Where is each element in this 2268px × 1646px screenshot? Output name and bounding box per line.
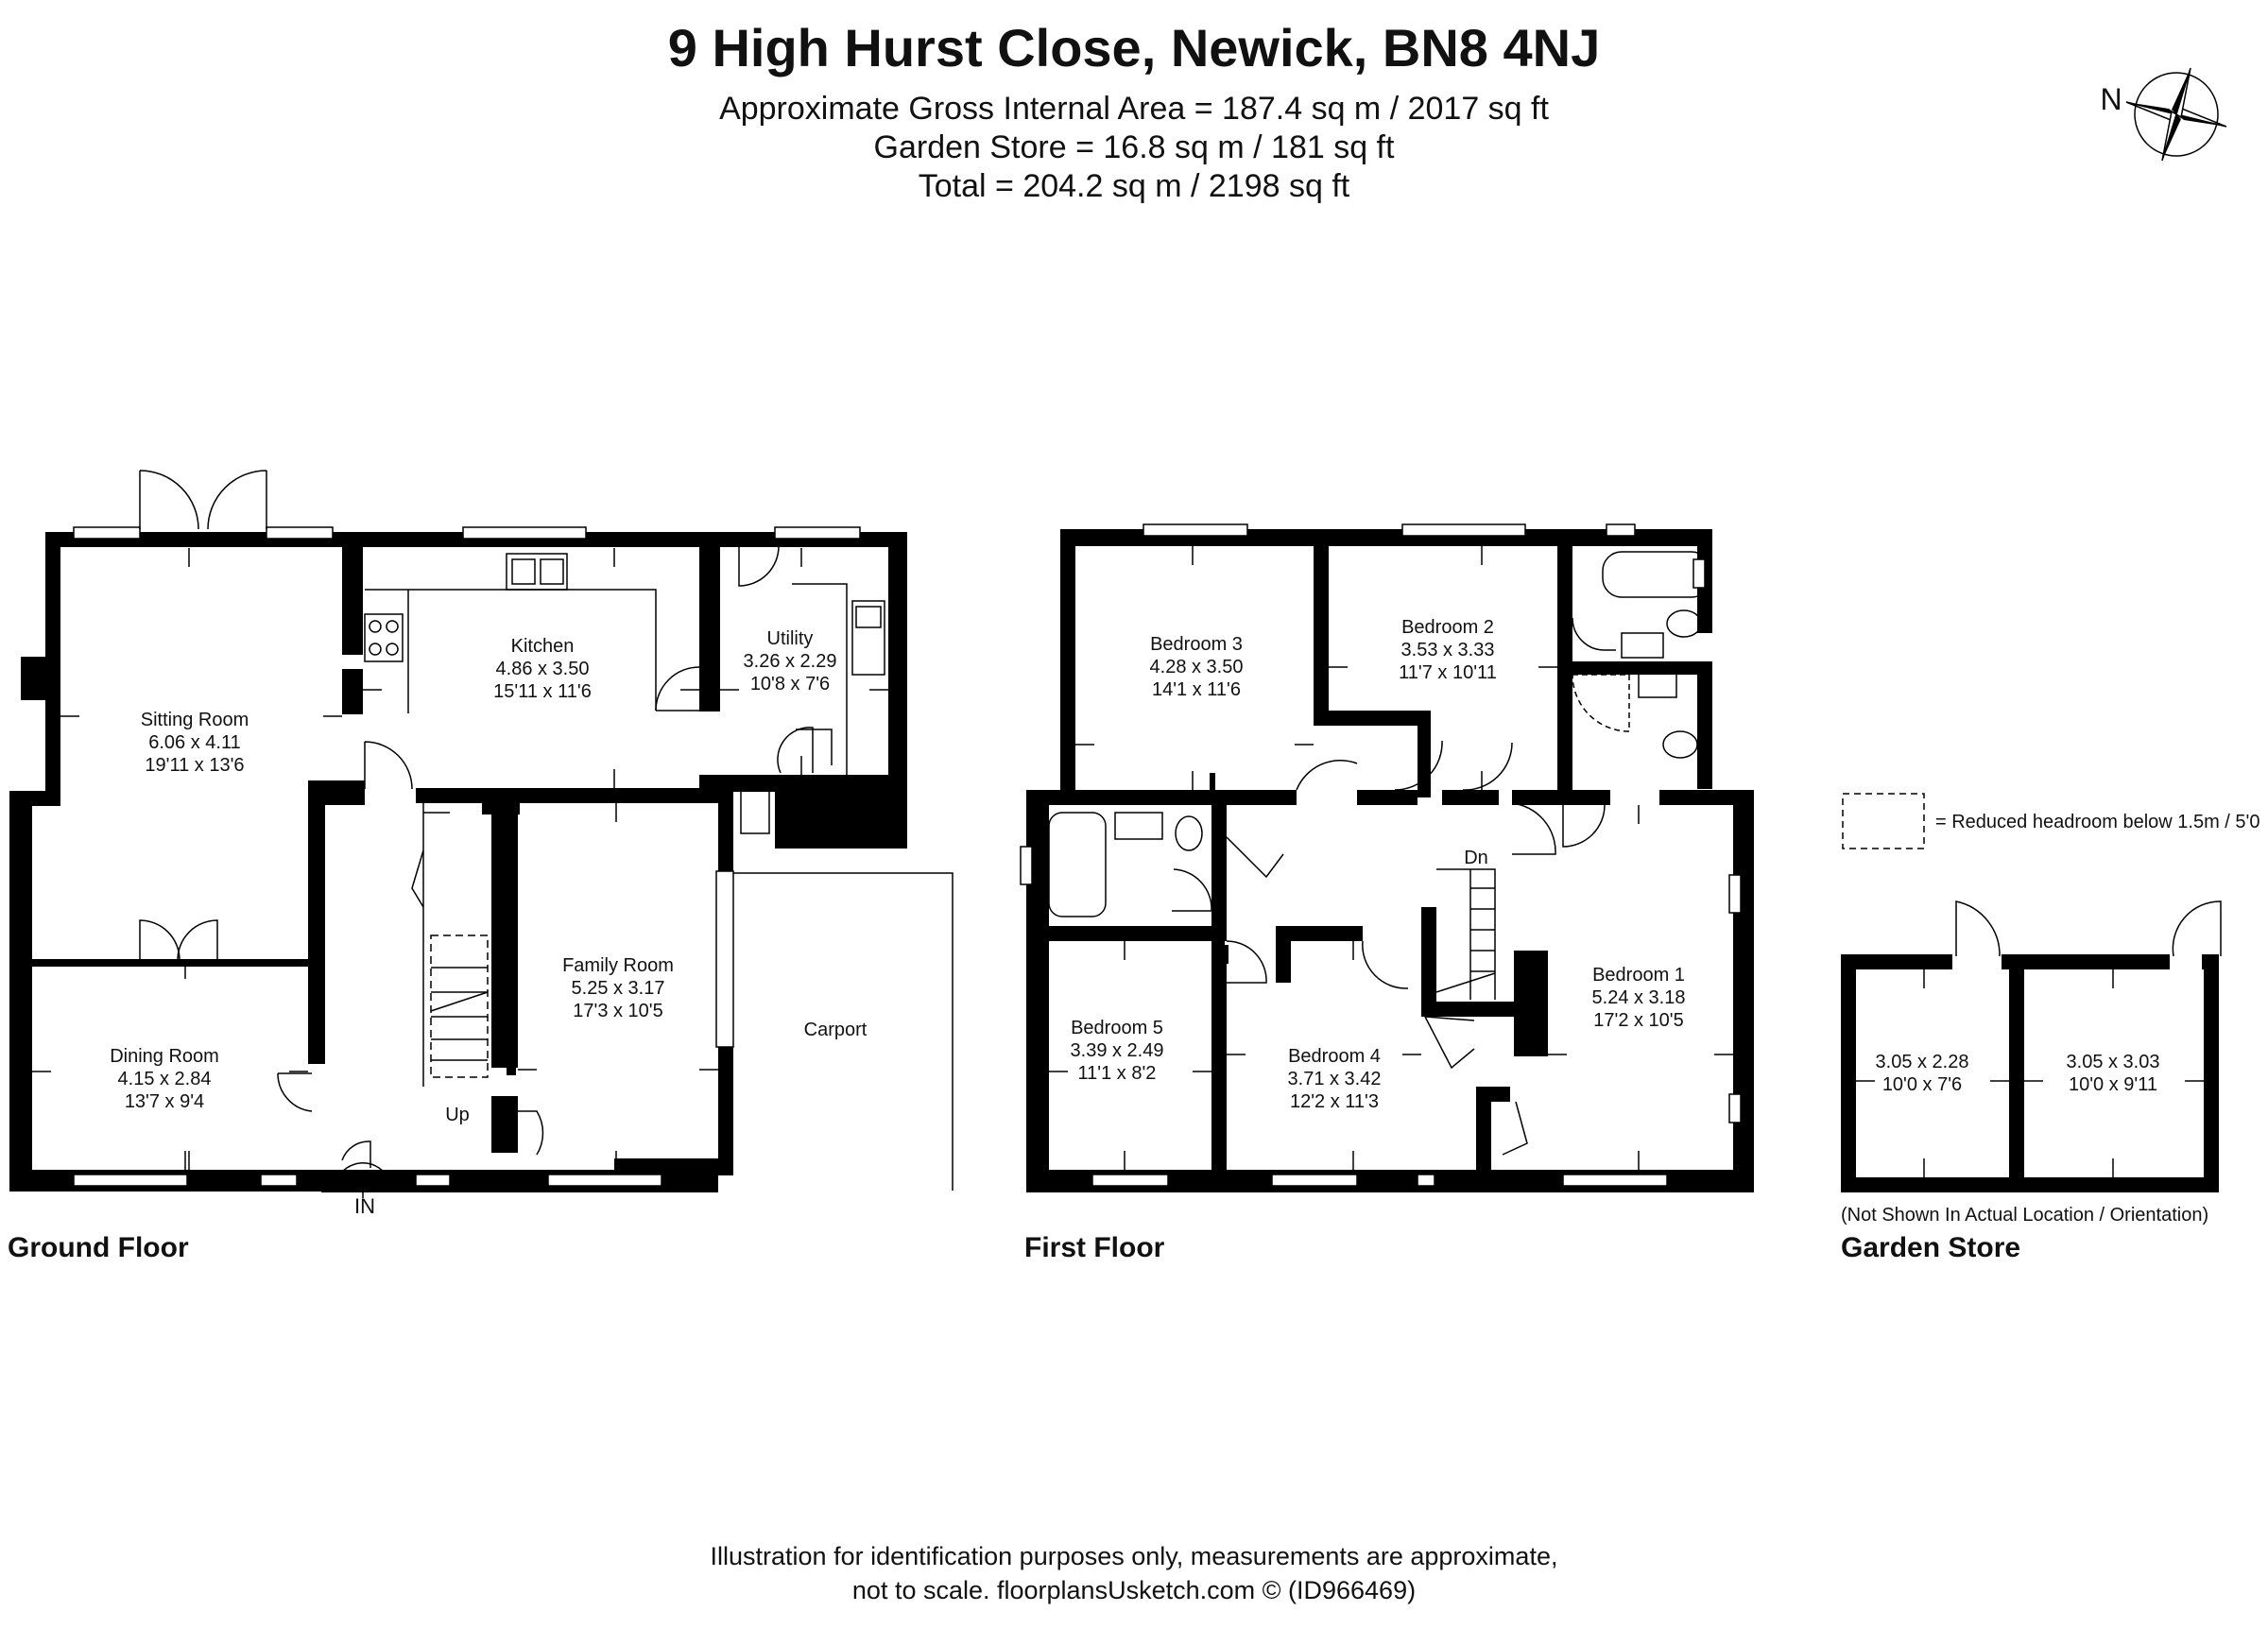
bedroom-3-metric: 4.28 x 3.50 bbox=[1150, 657, 1244, 677]
first-floor-label: First Floor bbox=[1024, 1232, 1165, 1263]
garden-store-1-imperial: 10'0 x 7'6 bbox=[1882, 1074, 1962, 1095]
bedroom-2-imperial: 11'7 x 10'11 bbox=[1399, 662, 1497, 683]
bedroom-1-imperial: 17'2 x 10'5 bbox=[1593, 1010, 1684, 1031]
first-floor-plan bbox=[1020, 523, 1754, 1192]
bedroom-5-imperial: 11'1 x 8'2 bbox=[1078, 1063, 1157, 1084]
total-area: Total = 204.2 sq m / 2198 sq ft bbox=[919, 168, 1350, 204]
entrance-label: IN bbox=[354, 1194, 375, 1218]
stairs-up-label: Up bbox=[445, 1105, 470, 1125]
dining-room-imperial: 13'7 x 9'4 bbox=[125, 1091, 204, 1112]
bedroom-3-label: Bedroom 3 bbox=[1150, 634, 1243, 655]
compass-icon bbox=[2125, 67, 2227, 162]
sitting-room-metric: 6.06 x 4.11 bbox=[148, 732, 240, 753]
bedroom-3-imperial: 14'1 x 11'6 bbox=[1152, 679, 1241, 700]
family-room-imperial: 17'3 x 10'5 bbox=[573, 1001, 663, 1021]
carport-label: Carport bbox=[804, 1020, 868, 1040]
kitchen-metric: 4.86 x 3.50 bbox=[496, 659, 590, 679]
garden-store-2-imperial: 10'0 x 9'11 bbox=[2069, 1074, 2157, 1095]
sitting-room-label: Sitting Room bbox=[141, 710, 249, 730]
utility-metric: 3.26 x 2.29 bbox=[744, 651, 837, 672]
ground-floor-label: Ground Floor bbox=[8, 1232, 189, 1263]
garden-store-plan bbox=[1841, 900, 2222, 1192]
garden-store-label: Garden Store bbox=[1841, 1232, 2020, 1263]
bedroom-4-imperial: 12'2 x 11'3 bbox=[1290, 1091, 1379, 1112]
garden-store-area: Garden Store = 16.8 sq m / 181 sq ft bbox=[874, 129, 1395, 165]
bedroom-1-metric: 5.24 x 3.18 bbox=[1592, 987, 1686, 1008]
kitchen-label: Kitchen bbox=[511, 636, 575, 657]
family-room-label: Family Room bbox=[562, 955, 674, 976]
dining-room-metric: 4.15 x 2.84 bbox=[118, 1069, 212, 1089]
utility-imperial: 10'8 x 7'6 bbox=[750, 674, 830, 694]
bedroom-2-metric: 3.53 x 3.33 bbox=[1401, 640, 1495, 660]
gross-internal-area: Approximate Gross Internal Area = 187.4 … bbox=[719, 91, 1549, 127]
garden-store-1-metric: 3.05 x 2.28 bbox=[1876, 1052, 1969, 1072]
reduced-headroom-swatch bbox=[1842, 793, 1925, 849]
garden-store-location-note: (Not Shown In Actual Location / Orientat… bbox=[1841, 1205, 2208, 1226]
utility-label: Utility bbox=[767, 628, 814, 649]
kitchen-imperial: 15'11 x 11'6 bbox=[493, 681, 592, 702]
stairs-down-label: Dn bbox=[1464, 848, 1488, 868]
bedroom-5-metric: 3.39 x 2.49 bbox=[1071, 1040, 1164, 1061]
disclaimer-line-1: Illustration for identification purposes… bbox=[711, 1542, 1558, 1570]
bedroom-4-label: Bedroom 4 bbox=[1288, 1046, 1381, 1067]
bedroom-4-metric: 3.71 x 3.42 bbox=[1288, 1069, 1382, 1089]
dining-room-label: Dining Room bbox=[110, 1046, 219, 1067]
family-room-metric: 5.25 x 3.17 bbox=[572, 978, 665, 999]
bedroom-1-label: Bedroom 1 bbox=[1592, 965, 1685, 986]
bedroom-2-label: Bedroom 2 bbox=[1401, 617, 1494, 638]
property-address: 9 High Hurst Close, Newick, BN8 4NJ bbox=[668, 18, 1601, 77]
compass-north-label: N bbox=[2100, 82, 2122, 116]
reduced-headroom-legend: = Reduced headroom below 1.5m / 5'0 bbox=[1935, 812, 2259, 832]
garden-store-2-metric: 3.05 x 3.03 bbox=[2067, 1052, 2160, 1072]
disclaimer-line-2: not to scale. floorplansUsketch.com © (I… bbox=[852, 1576, 1416, 1604]
ground-floor-plan bbox=[9, 470, 954, 1198]
sitting-room-imperial: 19'11 x 13'6 bbox=[145, 755, 244, 776]
bedroom-5-label: Bedroom 5 bbox=[1071, 1018, 1163, 1038]
